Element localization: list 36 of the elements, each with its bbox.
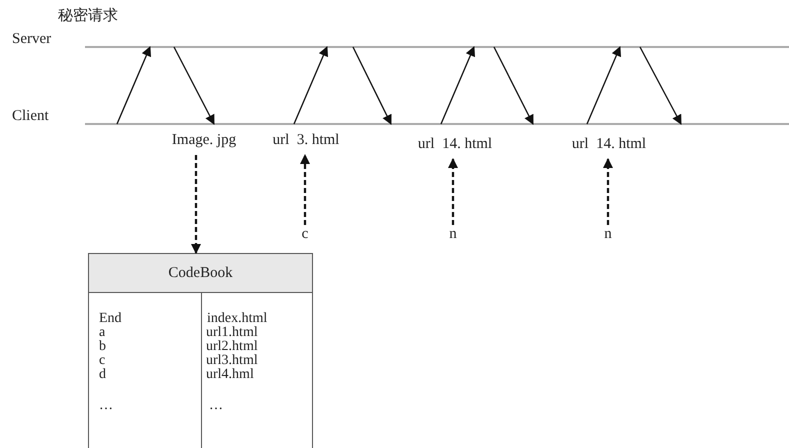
message-label: url 14. html [408,135,502,153]
table-title: CodeBook [168,264,233,282]
table-cell: url4.hml [206,368,254,382]
message-label: c [298,225,312,243]
arrow [191,155,201,254]
arrow [116,46,152,124]
diagram-title: 秘密请求 [58,6,118,25]
arrow [586,46,622,124]
table-cell: d [99,368,106,382]
table-cell: index.html [207,312,268,326]
table-cell: … [209,399,223,413]
lane-label: Client [12,107,49,125]
arrow [300,154,310,225]
arrow [639,46,682,125]
table-cell: b [99,340,106,354]
arrow [603,158,613,225]
arrow [352,46,392,125]
message-label: url 3. html [264,131,348,149]
table-cell: a [99,326,106,340]
table-cell: url2.html [206,340,258,354]
table-cell: End [99,312,122,326]
arrow [293,46,328,124]
arrow [440,46,476,124]
table-cell: url3.html [206,354,258,368]
message-label: n [601,225,615,243]
arrow [173,46,215,125]
table-cell: url1.html [206,326,258,340]
lane-label: Server [12,30,52,48]
message-label: Image. jpg [160,131,248,149]
arrow [448,158,458,225]
arrow [493,46,534,125]
table-cell: c [99,354,106,368]
codebook-table [88,253,313,448]
message-label: url 14. html [562,135,656,153]
table-cell: … [99,399,113,413]
message-label: n [446,225,460,243]
